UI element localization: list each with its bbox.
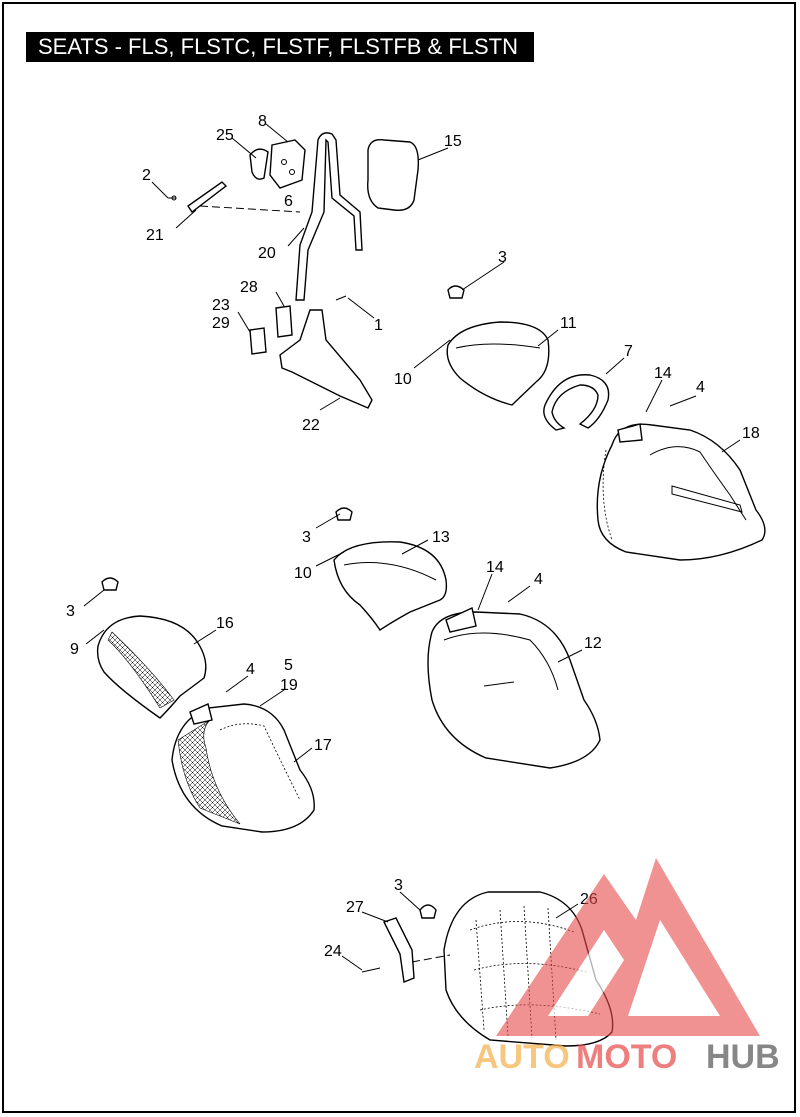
callout-22: 22 <box>302 417 320 434</box>
callout-24: 24 <box>324 943 342 960</box>
callout-5: 5 <box>284 657 293 674</box>
svg-text:HUB: HUB <box>706 1038 780 1076</box>
callout-7: 7 <box>624 343 633 360</box>
callout-17: 17 <box>314 737 332 754</box>
callout-28: 28 <box>240 279 258 296</box>
callout-4b: 4 <box>534 571 543 588</box>
callout-23: 23 <box>212 297 230 314</box>
seat-17 <box>171 703 315 833</box>
callout-6: 6 <box>284 193 293 210</box>
callout-15: 15 <box>444 133 462 150</box>
callout-27: 27 <box>346 899 364 916</box>
page-title: SEATS - FLS, FLSTC, FLSTF, FLSTFB & FLST… <box>26 32 535 62</box>
callout-4a: 4 <box>696 379 705 396</box>
callout-3b: 3 <box>302 529 311 546</box>
callout-13: 13 <box>432 529 450 546</box>
watermark-logo: AUTO MOTO HUB <box>474 858 780 1076</box>
callout-25: 25 <box>216 127 234 144</box>
callout-14b: 14 <box>486 559 504 576</box>
callout-4c: 4 <box>246 661 255 678</box>
passenger-pillion-16 <box>96 577 207 719</box>
callout-12: 12 <box>584 635 602 652</box>
callout-16: 16 <box>216 615 234 632</box>
leader-lines <box>83 123 741 971</box>
callout-3d: 3 <box>394 877 403 894</box>
callout-2: 2 <box>142 167 151 184</box>
callout-3a: 3 <box>498 249 507 266</box>
callout-29: 29 <box>212 315 230 332</box>
callout-3c: 3 <box>66 603 75 620</box>
callout-10a: 10 <box>394 371 412 388</box>
callout-8: 8 <box>258 113 267 130</box>
callout-10b: 10 <box>294 565 312 582</box>
callout-21: 21 <box>146 227 164 244</box>
callout-14a: 14 <box>654 365 672 382</box>
passenger-pillion-13 <box>333 507 448 631</box>
seat-12 <box>427 607 601 769</box>
passenger-pillion-11 <box>446 285 610 431</box>
sissy-bar-assembly <box>168 132 420 409</box>
callout-11: 11 <box>560 315 577 332</box>
callout-1: 1 <box>374 317 383 334</box>
solo-seat-18 <box>596 423 766 561</box>
svg-text:AUTO: AUTO <box>474 1038 570 1076</box>
svg-text:MOTO: MOTO <box>576 1038 677 1076</box>
callout-9: 9 <box>70 641 79 658</box>
callout-20: 20 <box>258 245 276 262</box>
callout-18: 18 <box>742 425 760 442</box>
callout-19: 19 <box>280 677 298 694</box>
